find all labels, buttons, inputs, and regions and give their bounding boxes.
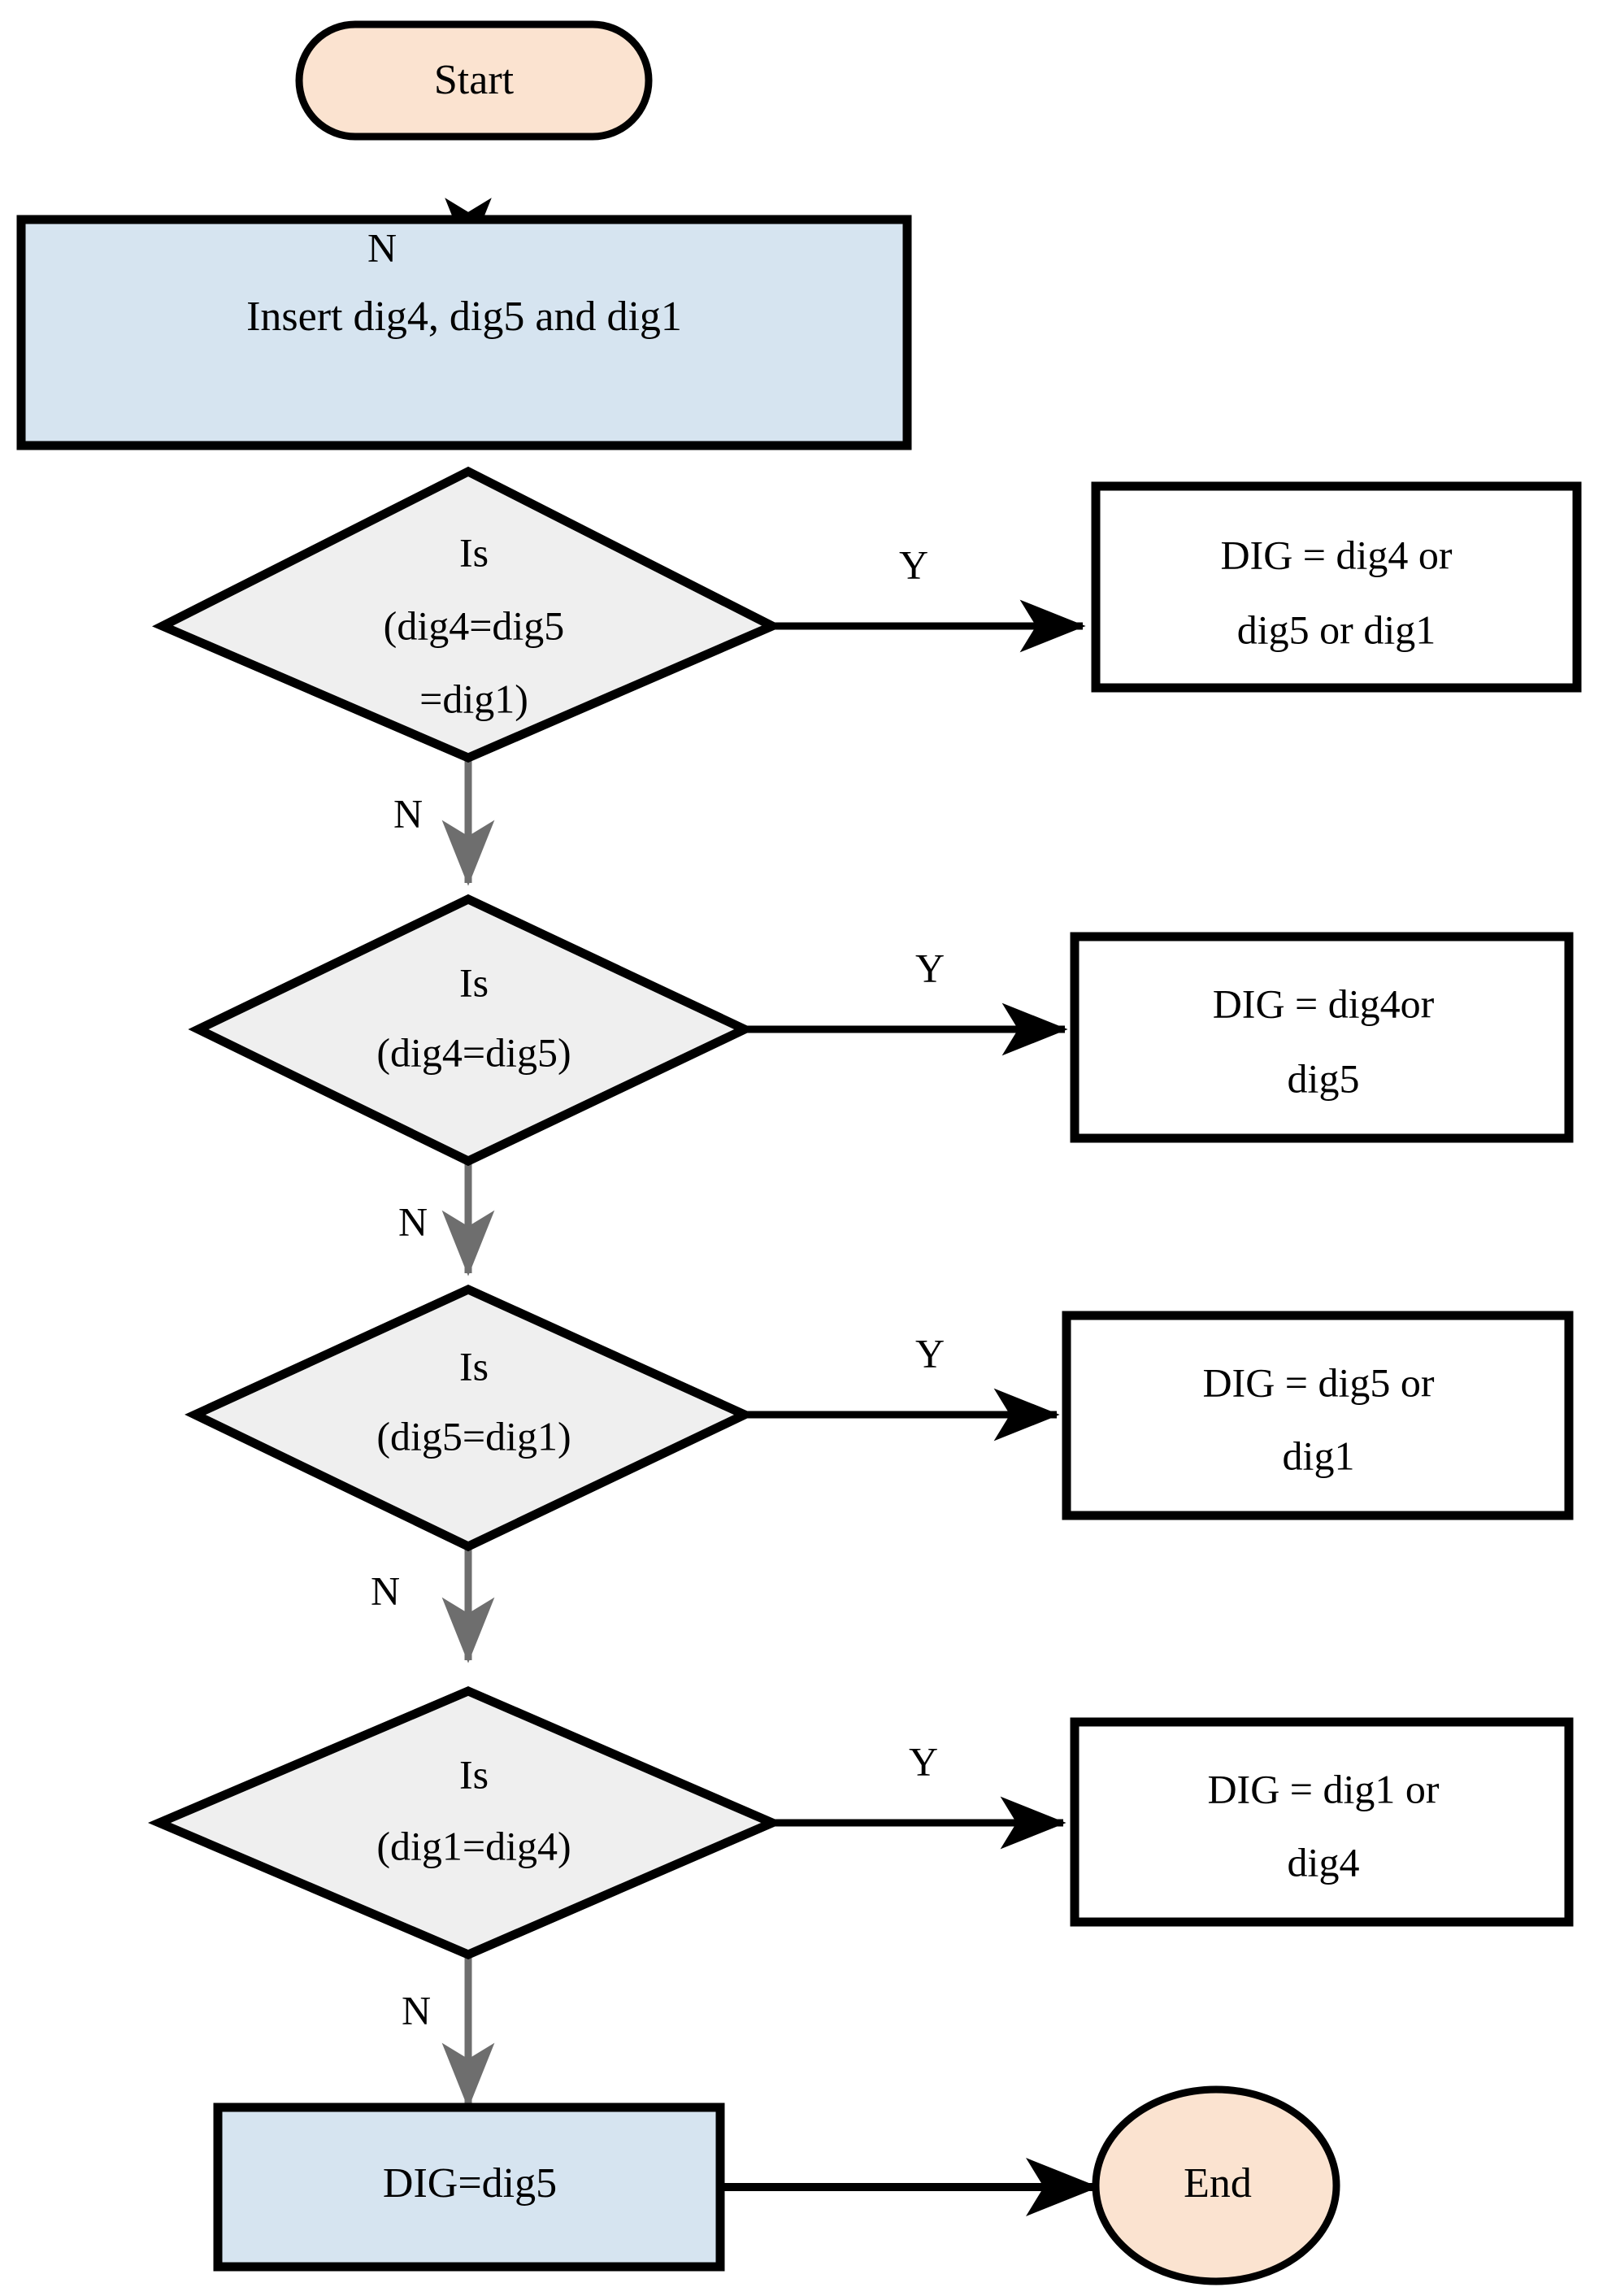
edge-label-insert-to-decision1: N	[367, 224, 397, 270]
node-result-2-line1: DIG = dig4or	[1213, 981, 1435, 1026]
node-decision-3-line1: Is	[459, 1343, 489, 1389]
node-result-2-line2: dig5	[1288, 1055, 1360, 1101]
node-decision-1[interactable]: Is (dig4=dig5 =dig1)	[152, 466, 783, 763]
node-final[interactable]: DIG=dig5	[213, 2102, 725, 2272]
node-decision-4[interactable]: Is (dig1=dig4)	[147, 1686, 784, 1959]
node-decision-3[interactable]: Is (dig5=dig1)	[185, 1284, 756, 1552]
node-result-4-line2: dig4	[1288, 1839, 1360, 1885]
node-start[interactable]: Start	[295, 20, 653, 141]
node-decision-4-line1: Is	[459, 1751, 489, 1797]
node-result-1[interactable]: DIG = dig4 or dig5 or dig1	[1091, 481, 1582, 693]
node-decision-2-line1: Is	[459, 959, 489, 1005]
node-result-4-line1: DIG = dig1 or	[1207, 1766, 1439, 1811]
node-decision-1-line1: Is	[459, 529, 489, 575]
node-start-label: Start	[434, 57, 515, 103]
node-decision-1-line3: =dig1)	[419, 676, 528, 721]
edge-label-decision4-no: N	[402, 1987, 431, 2033]
node-result-2[interactable]: DIG = dig4or dig5	[1070, 932, 1574, 1143]
node-result-3[interactable]: DIG = dig5 or dig1	[1062, 1311, 1574, 1520]
node-result-1-line1: DIG = dig4 or	[1220, 532, 1452, 577]
node-insert-label: Insert dig4, dig5 and dig1	[246, 294, 682, 340]
edge-label-decision1-no: N	[393, 790, 423, 836]
node-decision-3-line2: (dig5=dig1)	[376, 1413, 571, 1459]
node-decision-2-line2: (dig4=dig5)	[376, 1029, 571, 1075]
node-result-4[interactable]: DIG = dig1 or dig4	[1070, 1717, 1574, 1927]
node-decision-2[interactable]: Is (dig4=dig5)	[188, 894, 755, 1167]
node-insert[interactable]: Insert dig4, dig5 and dig1	[16, 215, 912, 450]
node-end-label: End	[1184, 2160, 1252, 2207]
edge-label-decision2-no: N	[398, 1198, 428, 1244]
node-result-3-line2: dig1	[1283, 1433, 1355, 1478]
edge-label-decision2-yes: Y	[915, 945, 945, 990]
node-result-3-line1: DIG = dig5 or	[1202, 1359, 1434, 1405]
edge-label-decision4-yes: Y	[909, 1738, 938, 1784]
node-final-label: DIG=dig5	[383, 2160, 557, 2207]
edge-label-decision3-no: N	[371, 1568, 400, 1613]
node-result-1-line2: dig5 or dig1	[1237, 607, 1436, 652]
edge-label-decision3-yes: Y	[915, 1330, 945, 1376]
edge-label-decision1-yes: Y	[899, 541, 928, 587]
node-decision-4-line2: (dig1=dig4)	[376, 1823, 571, 1868]
node-decision-1-line2: (dig4=dig5	[384, 602, 565, 648]
node-end[interactable]: End	[1092, 2085, 1340, 2285]
